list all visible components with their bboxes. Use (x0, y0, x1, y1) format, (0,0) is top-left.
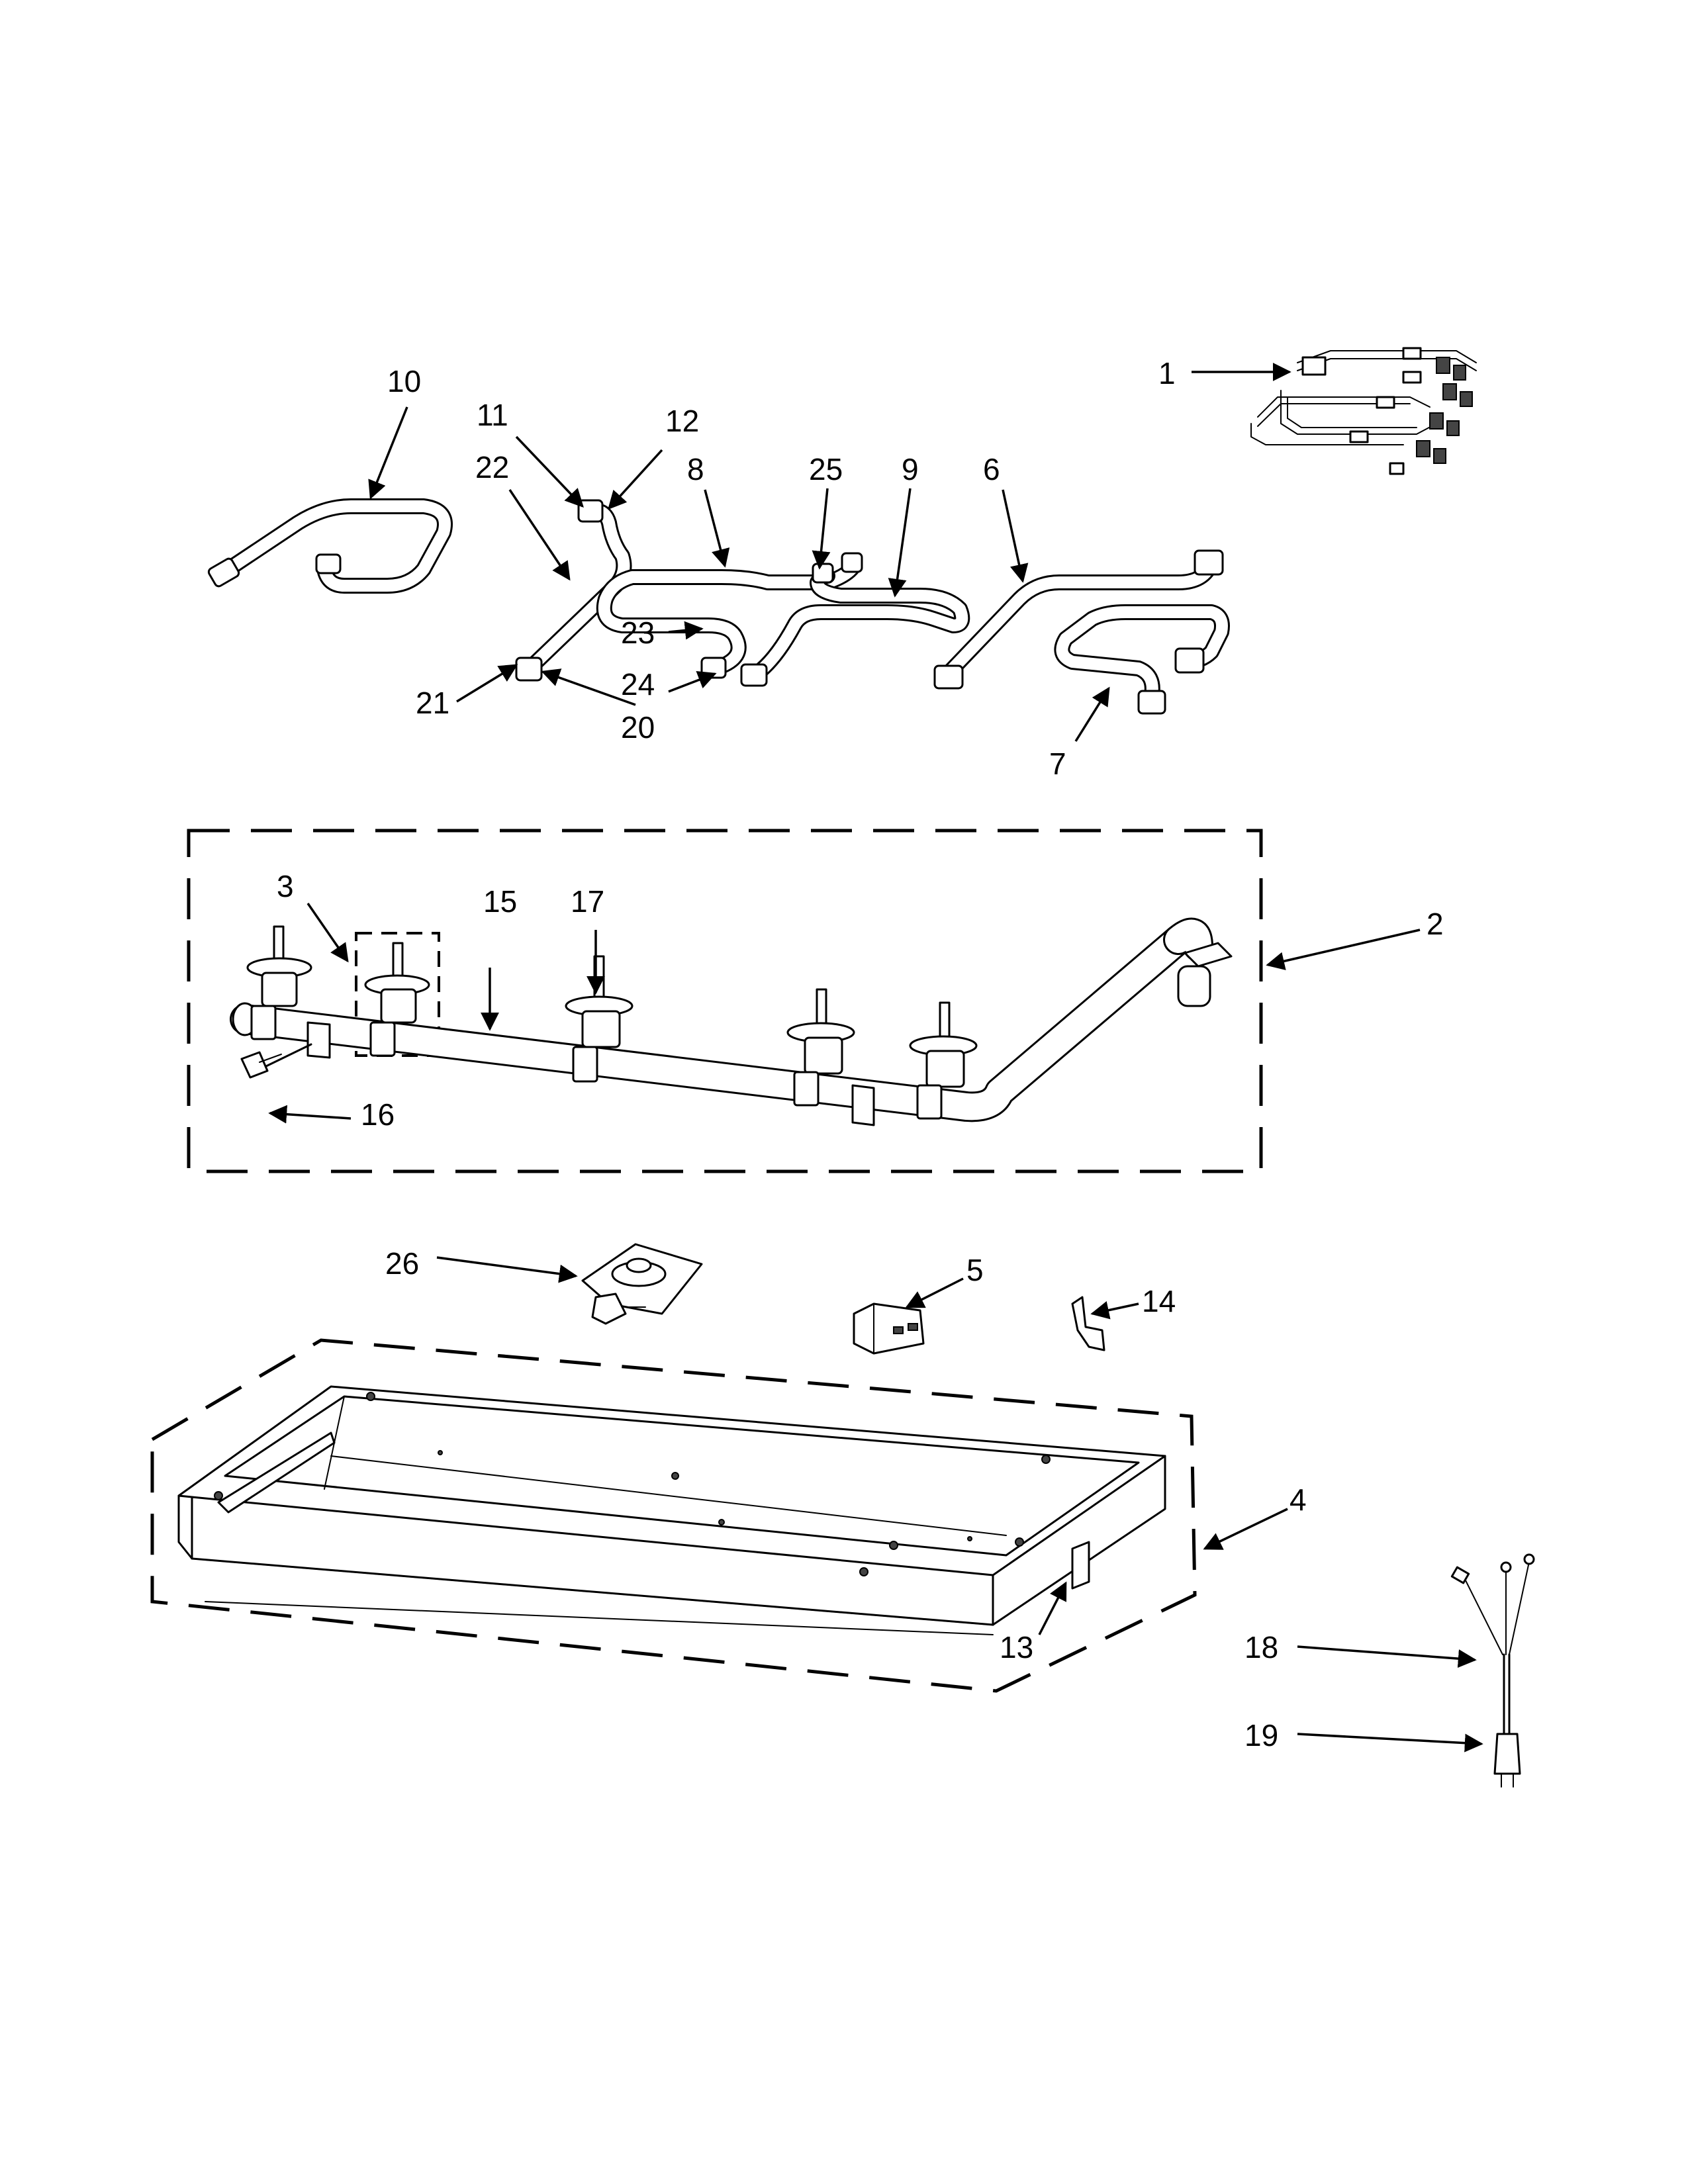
tube-part-10 (207, 498, 453, 594)
tube-part-7 (1054, 604, 1230, 715)
manifold-assembly-boundary (187, 829, 1263, 1173)
callout-23: 23 (621, 615, 655, 650)
callout-25: 25 (809, 452, 843, 486)
power-cord-part-18-19 (1450, 1553, 1535, 1788)
callout-16: 16 (361, 1097, 395, 1132)
screw-part-16 (240, 1043, 312, 1079)
callout-10: 10 (387, 364, 421, 398)
callout-12: 12 (665, 404, 699, 438)
callout-4: 4 (1289, 1482, 1307, 1517)
callout-22: 22 (475, 450, 509, 484)
callout-26: 26 (385, 1246, 419, 1281)
callout-20: 20 (621, 710, 655, 745)
callout-17: 17 (571, 884, 604, 919)
spark-module-part-26 (581, 1243, 703, 1325)
callout-labels: 1 2 3 4 5 6 7 8 9 10 11 12 13 14 15 16 1… (277, 356, 1444, 1752)
bracket-part-14 (1071, 1296, 1105, 1351)
callout-24: 24 (621, 667, 655, 702)
callout-11: 11 (477, 398, 508, 432)
switch-part-5 (853, 1302, 925, 1355)
leader-arrows (268, 363, 1483, 1752)
tube-part-9 (740, 563, 970, 687)
callout-5: 5 (966, 1253, 984, 1287)
callout-6: 6 (983, 452, 1000, 486)
callout-19: 19 (1244, 1718, 1278, 1752)
callout-18: 18 (1244, 1630, 1278, 1664)
callout-8: 8 (687, 452, 704, 486)
callout-14: 14 (1142, 1284, 1176, 1318)
callout-7: 7 (1049, 747, 1066, 781)
callout-15: 15 (483, 884, 517, 919)
brackets (306, 1021, 875, 1126)
tube-part-8 (515, 499, 863, 682)
callout-2: 2 (1427, 907, 1444, 941)
callout-21: 21 (416, 686, 449, 720)
manifold-pipe-part-15 (230, 917, 1233, 1122)
wire-harness-part-1 (1250, 347, 1477, 475)
callout-3: 3 (277, 869, 294, 903)
callout-1: 1 (1158, 356, 1176, 390)
callout-9: 9 (902, 452, 919, 486)
tube-part-6 (933, 549, 1224, 690)
burner-box-part-4 (150, 1338, 1197, 1693)
callout-13: 13 (1000, 1630, 1033, 1664)
